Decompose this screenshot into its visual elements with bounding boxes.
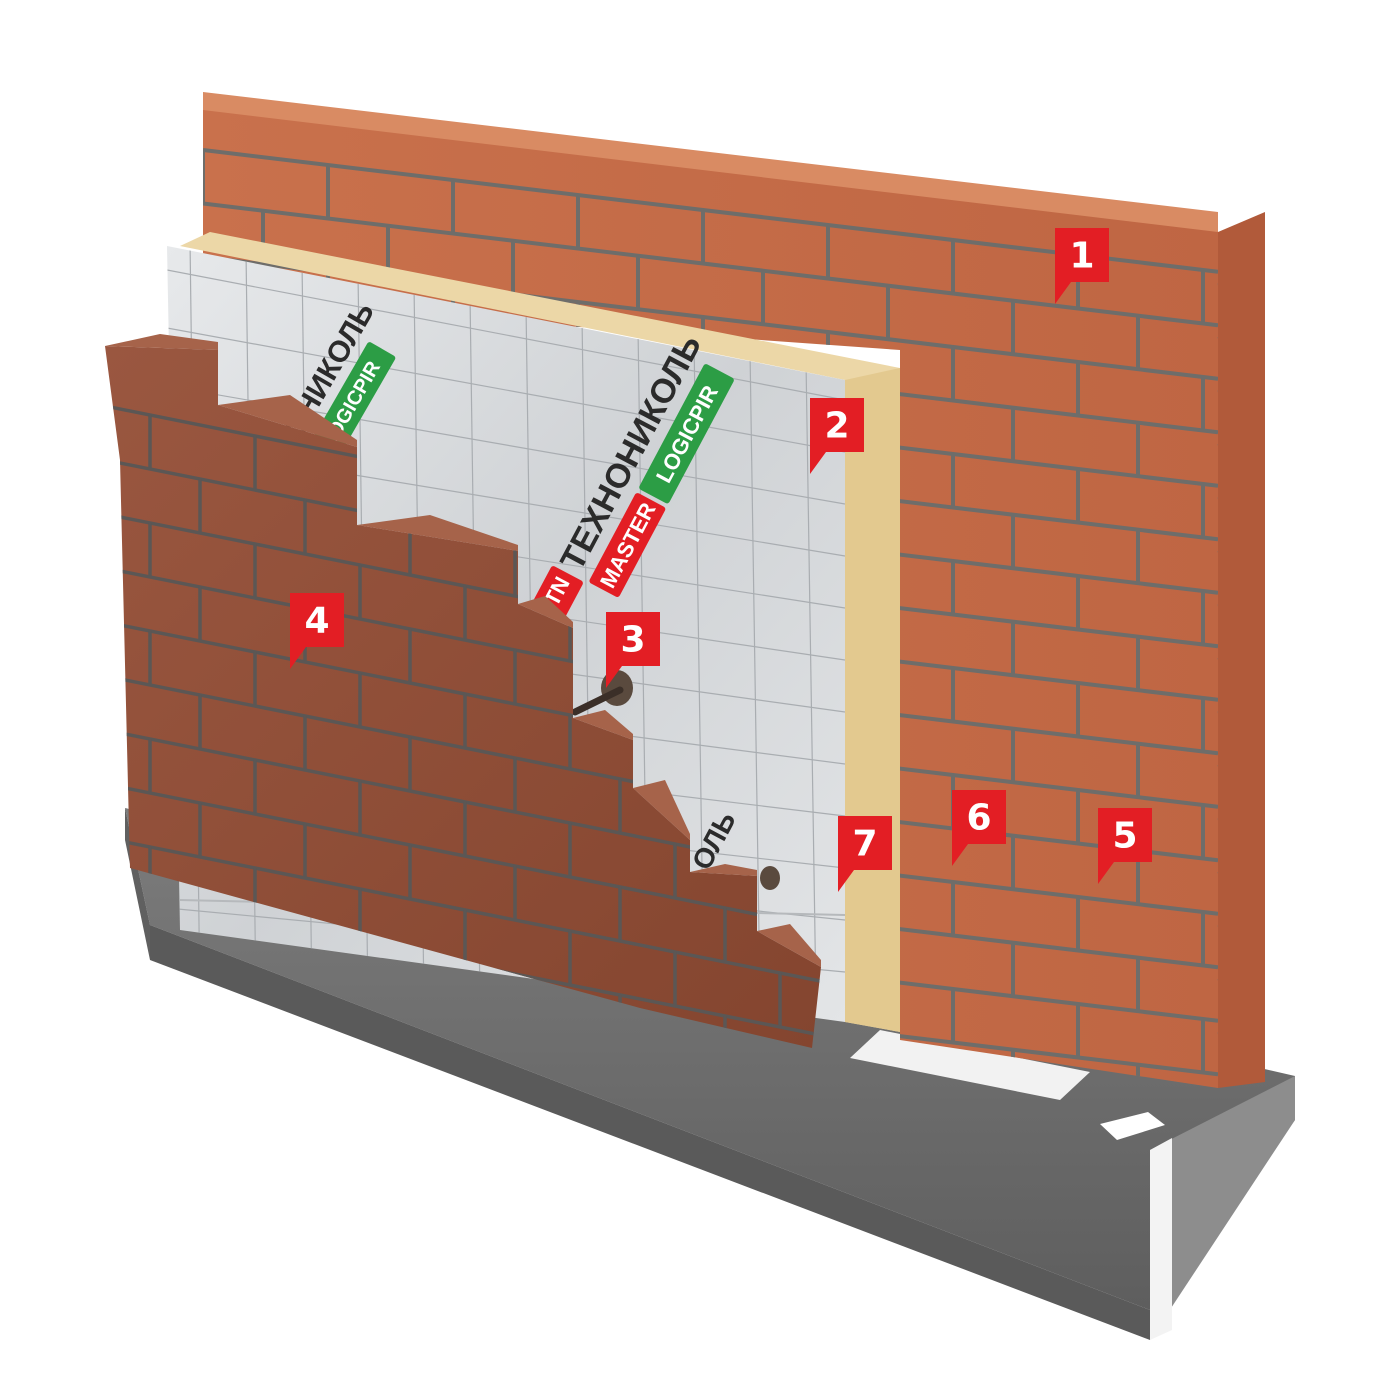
marker-label: 4 bbox=[304, 601, 329, 642]
marker-6: 6 bbox=[952, 790, 1006, 866]
callout-markers: 1 2 3 4 5 6 7 bbox=[290, 228, 1152, 892]
inner-wall-top bbox=[203, 92, 1218, 234]
marker-label: 5 bbox=[1112, 816, 1137, 857]
marker-label: 3 bbox=[620, 620, 645, 661]
foundation-edge bbox=[150, 925, 1150, 1340]
marker-label: 6 bbox=[966, 798, 991, 839]
facing-step-tops bbox=[105, 334, 821, 967]
marker-2: 2 bbox=[810, 398, 864, 474]
marker-3: 3 bbox=[606, 612, 660, 688]
marker-4: 4 bbox=[290, 593, 344, 669]
marker-5: 5 bbox=[1098, 808, 1152, 884]
marker-label: 1 bbox=[1069, 236, 1094, 277]
marker-label: 7 bbox=[852, 824, 877, 865]
insulation-strip-top bbox=[1100, 1112, 1165, 1140]
insulation-strip-side bbox=[1150, 1138, 1172, 1340]
marker-7: 7 bbox=[838, 816, 892, 892]
foundation-side bbox=[1150, 1076, 1295, 1340]
insulation-side bbox=[845, 368, 900, 1032]
marker-label: 2 bbox=[824, 406, 849, 447]
marker-1: 1 bbox=[1055, 228, 1109, 304]
air-gap-base bbox=[850, 1030, 1090, 1100]
inner-wall-end bbox=[1218, 212, 1265, 1088]
